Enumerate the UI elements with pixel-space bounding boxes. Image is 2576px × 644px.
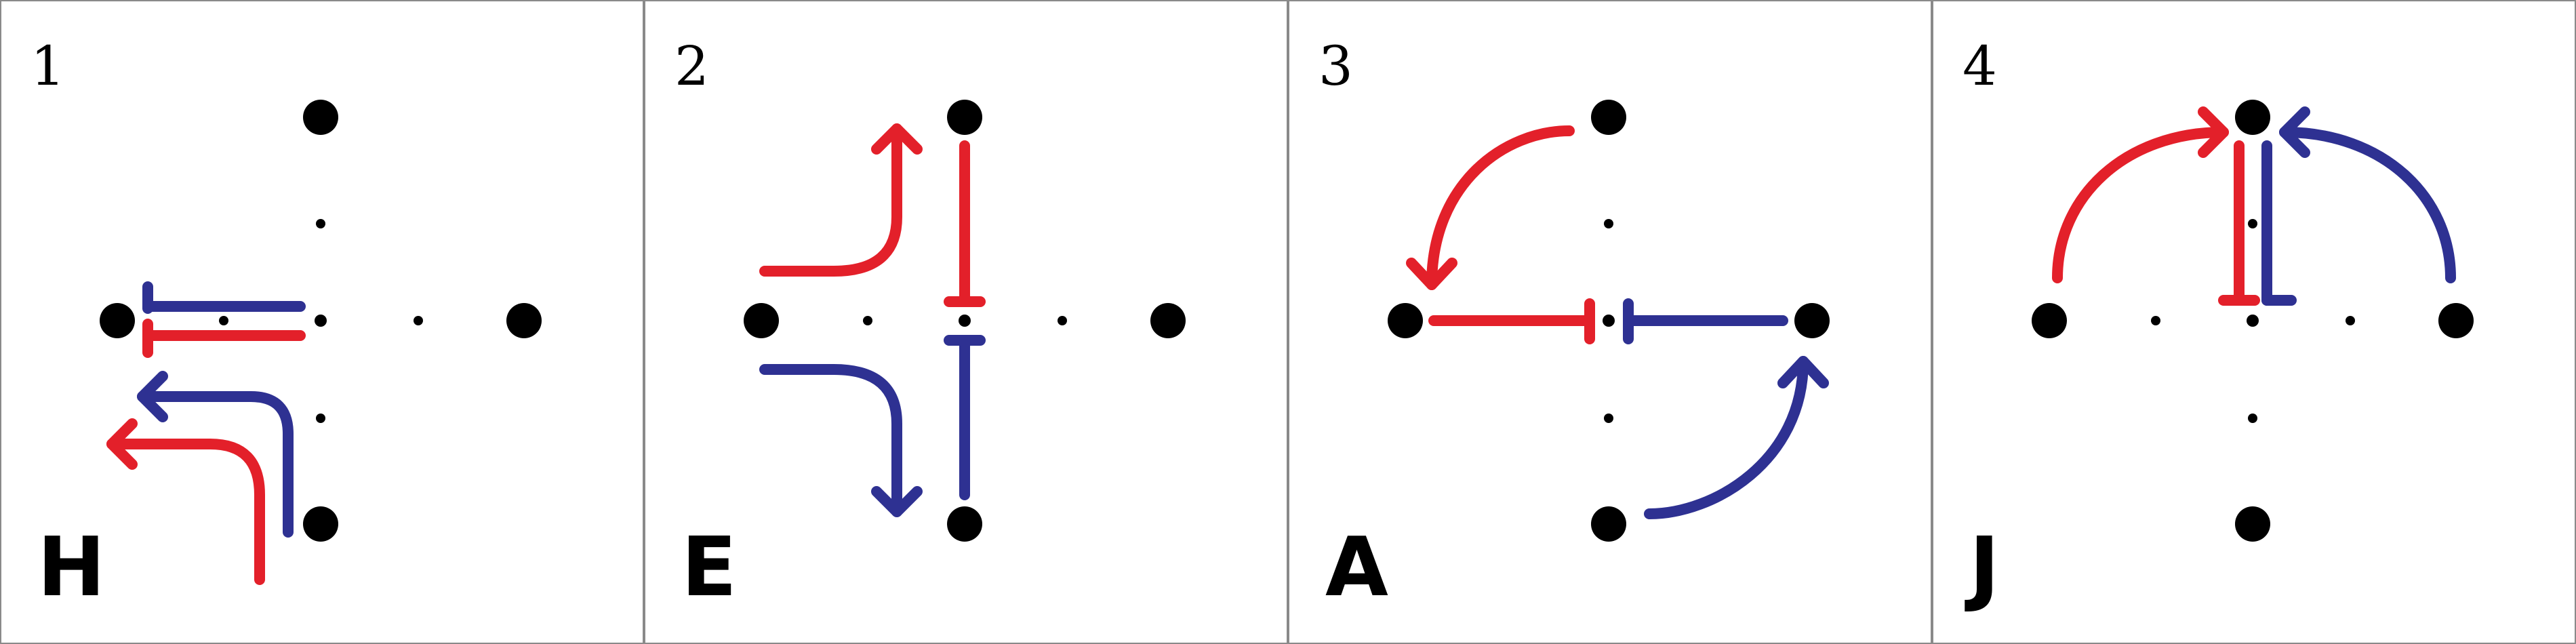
large-dot: [1591, 506, 1626, 542]
large-dot: [744, 303, 779, 338]
small-dot: [219, 316, 228, 325]
large-dot: [1388, 303, 1423, 338]
red-arrowhead: [1406, 258, 1457, 290]
small-dot: [1058, 316, 1067, 325]
panel-4-arrows: [2052, 106, 2456, 306]
large-dot: [1794, 303, 1830, 338]
blue-arrowhead: [1777, 356, 1829, 388]
panel-3-drawing: 3 A: [1288, 0, 1932, 644]
large-dot: [1150, 303, 1186, 338]
red-curved-arrow: [2052, 127, 2229, 283]
large-dot: [2032, 303, 2067, 338]
large-dot: [1591, 100, 1626, 135]
blue-arrowhead: [871, 486, 923, 517]
panel-3: 3 A: [1288, 0, 1932, 644]
panel-2-number: 2: [675, 35, 709, 98]
red-arrowhead: [871, 123, 923, 155]
panel-1: 1 H: [0, 0, 644, 644]
small-dot: [1603, 315, 1615, 327]
small-dot: [316, 414, 325, 423]
large-dot: [303, 100, 338, 135]
large-dot: [947, 100, 982, 135]
large-dot: [2235, 506, 2270, 542]
small-dot: [863, 316, 872, 325]
small-dot: [2151, 316, 2160, 325]
small-dot: [1604, 219, 1613, 228]
small-dot: [959, 315, 971, 327]
blue-curved-arrow: [1644, 356, 1809, 519]
blue-curved-arrow: [2279, 127, 2456, 283]
panel-1-arrows: [106, 281, 306, 585]
panel-4-drawing: 4 J: [1932, 0, 2576, 644]
blue-turn-arrow: [137, 391, 294, 538]
panel-2-border: [644, 0, 1288, 644]
panel-4-letter: J: [1965, 521, 2000, 615]
small-dot: [2346, 316, 2355, 325]
panel-2-arrows: [759, 123, 986, 517]
large-dot: [100, 303, 135, 338]
small-dot: [2248, 414, 2257, 423]
red-curved-arrow: [1426, 125, 1575, 290]
large-dot: [2235, 100, 2270, 135]
small-dot: [2248, 219, 2257, 228]
panel-1-number: 1: [31, 35, 65, 98]
small-dot: [315, 315, 327, 327]
panel-3-arrows: [1406, 125, 1829, 519]
large-dot: [2438, 303, 2474, 338]
panel-4-dots: [2032, 100, 2474, 542]
large-dot: [303, 506, 338, 542]
small-dot: [1604, 414, 1613, 423]
panel-2-letter: E: [681, 521, 737, 615]
red-turn-arrow: [106, 439, 265, 585]
panel-1-letter: H: [37, 521, 105, 615]
red-arrowhead: [2198, 106, 2229, 158]
blue-arrowhead: [2279, 106, 2310, 158]
panel-1-dots: [100, 100, 542, 542]
panel-2-drawing: 2 E: [644, 0, 1288, 644]
blue-turn-arrow: [759, 364, 902, 517]
large-dot: [947, 506, 982, 542]
panel-2: 2 E: [644, 0, 1288, 644]
red-arrowhead: [106, 418, 138, 470]
panel-2-dots: [744, 100, 1186, 542]
panel-4-border: [1932, 0, 2576, 644]
panel-3-number: 3: [1319, 35, 1353, 98]
panel-4: 4 J: [1932, 0, 2576, 644]
panel-1-drawing: 1 H: [0, 0, 644, 644]
red-turn-arrow: [759, 123, 902, 277]
large-dot: [506, 303, 542, 338]
panel-4-number: 4: [1963, 35, 1997, 98]
small-dot: [316, 219, 325, 228]
panel-3-letter: A: [1325, 521, 1388, 615]
small-dot: [2247, 315, 2259, 327]
panel-1-border: [0, 0, 644, 644]
small-dot: [414, 316, 423, 325]
blue-arrowhead: [137, 371, 168, 422]
panel-3-border: [1288, 0, 1932, 644]
